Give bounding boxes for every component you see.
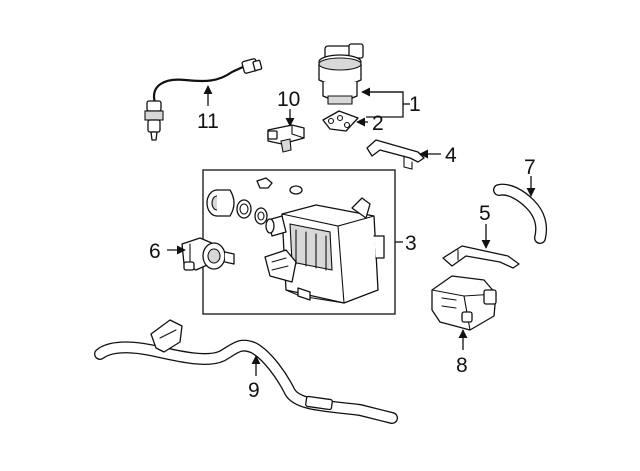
callout-11: 11 — [197, 110, 219, 133]
callout-4: 4 — [445, 144, 457, 167]
part-7-vent-hose — [493, 183, 548, 244]
part-8-vent-solenoid — [431, 275, 497, 331]
part-2-egr-gasket — [322, 110, 359, 132]
callout-6: 6 — [149, 240, 161, 263]
callout-1: 1 — [409, 93, 421, 116]
callout-7: 7 — [524, 156, 536, 179]
callout-2: 2 — [372, 112, 384, 135]
part-4-bracket — [366, 139, 425, 170]
part-10-sensor — [267, 124, 305, 153]
callout-10: 10 — [277, 88, 300, 111]
part-5-bracket — [442, 245, 520, 269]
callout-8: 8 — [456, 354, 468, 377]
part-9-vapor-tube — [94, 319, 398, 424]
part-3-canister — [206, 177, 385, 304]
part-1-egr-valve — [318, 43, 364, 105]
part-11-oxygen-sensor — [144, 58, 263, 141]
callout-5: 5 — [479, 202, 491, 225]
callout-3: 3 — [405, 232, 417, 255]
callout-9: 9 — [248, 379, 260, 402]
part-6-purge-valve — [181, 237, 235, 271]
